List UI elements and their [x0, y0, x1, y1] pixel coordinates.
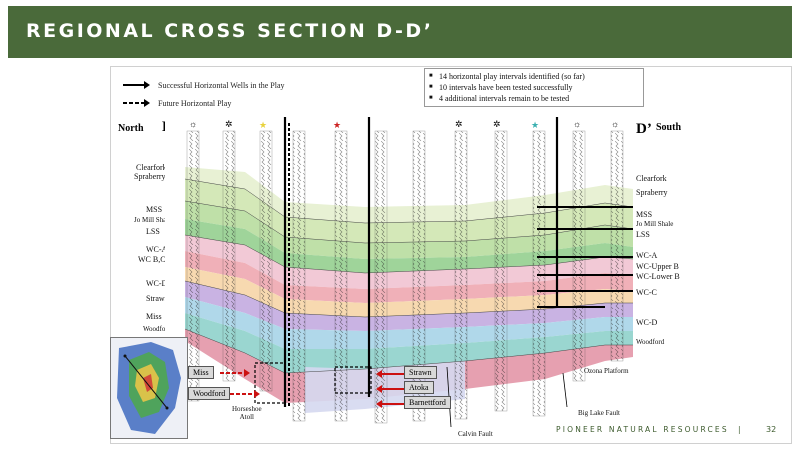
right-label-lss: LSS	[636, 230, 650, 239]
tag-barnettford: Barnettford	[404, 396, 451, 409]
left-label-lss: LSS	[146, 227, 160, 236]
legend-successful-label: Successful Horizontal Wells in the Play	[158, 80, 285, 90]
summary-box: ■14 horizontal play intervals identified…	[424, 68, 644, 107]
bullet-item: ■4 additional intervals remain to be tes…	[429, 94, 570, 103]
left-label-wc-d: WC-D	[146, 279, 168, 288]
left-label-mss: MSS	[146, 205, 163, 214]
legend-future: Future Horizontal Play	[122, 94, 285, 112]
right-label-spraberry: Spraberry	[636, 188, 668, 197]
well-symbol-icon: ✲	[225, 119, 233, 129]
right-label-clearfork: Clearfork	[636, 174, 667, 183]
calvin-fault-label: Calvin Fault	[458, 430, 493, 438]
left-label-wc-a: WC-A	[146, 245, 168, 254]
legend: Successful Horizontal Wells in the Play …	[122, 76, 285, 112]
south-label: South	[656, 122, 682, 133]
star-icon: ★	[259, 120, 267, 130]
well-symbol-icon: ☼	[189, 119, 197, 129]
right-label-wc-a: WC-A	[636, 251, 658, 260]
red-arrow-left-icon	[376, 370, 406, 378]
dashed-arrow-icon	[123, 99, 150, 107]
tag-woodford: Woodford	[188, 387, 231, 400]
page-number: 32	[766, 425, 777, 434]
horseshoe-atoll-label: Horseshoe Atoll	[232, 405, 262, 421]
left-label-spraberry: Spraberry	[134, 172, 166, 181]
red-dashed-arrow-icon	[220, 369, 250, 377]
right-label-wc-lower-b: WC-Lower B	[636, 272, 680, 281]
title-banner: REGIONAL CROSS SECTION D-D’	[8, 6, 792, 58]
well-symbol-icon: ✲	[493, 119, 501, 129]
tag-miss: Miss	[188, 366, 214, 379]
well-symbol-icon: ☼	[573, 119, 581, 129]
right-label-wc-c: WC-C	[636, 288, 657, 297]
bullet-square-icon: ■	[429, 95, 433, 101]
legend-successful: Successful Horizontal Wells in the Play	[122, 76, 285, 94]
right-label-wc-upper-b: WC-Upper B	[636, 262, 679, 271]
star-icon: ★	[333, 120, 341, 130]
well-symbol-icon: ☼	[611, 119, 619, 129]
right-label-mss: MSS	[636, 210, 653, 219]
tag-atoka: Atoka	[404, 381, 434, 394]
left-label-clearfork: Clearfork	[136, 163, 167, 172]
bullet-item: ■14 horizontal play intervals identified…	[429, 72, 585, 81]
footer-separator: |	[738, 425, 743, 434]
inset-basin-map	[110, 337, 188, 439]
legend-future-label: Future Horizontal Play	[158, 98, 232, 108]
well-symbol-icon: ✲	[455, 119, 463, 129]
red-dashed-arrow-icon	[230, 390, 260, 398]
right-label-wc-d: WC-D	[636, 318, 658, 327]
left-label-strawn: Strawn	[146, 294, 169, 303]
bullet-square-icon: ■	[429, 73, 433, 79]
big-lake-fault-label: Big Lake Fault	[578, 409, 620, 417]
well-symbols: ☼ ✲ ★ ★ ✲ ✲ ★ ☼ ☼	[189, 119, 619, 130]
d-right-label: D’	[636, 121, 652, 137]
ozona-platform-label: Ozona Platform	[584, 367, 629, 375]
bullet-item: ■10 intervals have been tested successfu…	[429, 83, 573, 92]
left-label-jo-mill: Jo Mill Shale	[134, 216, 172, 224]
bullet-square-icon: ■	[429, 84, 433, 90]
right-label-jo-mill: Jo Mill Shale	[636, 220, 674, 228]
red-arrow-left-icon	[376, 400, 406, 408]
cross-section-diagram: ☼ ✲ ★ ★ ✲ ✲ ★ ☼ ☼	[165, 117, 633, 429]
north-label: North	[118, 123, 144, 134]
left-label-woodford: Woodford	[143, 325, 172, 333]
company-footer: PIONEER NATURAL RESOURCES |	[556, 425, 743, 434]
tag-strawn: Strawn	[404, 366, 437, 379]
left-label-wc-bc1: WC B,C1	[138, 255, 170, 264]
left-label-miss: Miss	[146, 312, 162, 321]
solid-arrow-icon	[123, 81, 150, 89]
red-arrow-left-icon	[376, 385, 406, 393]
slide-title: REGIONAL CROSS SECTION D-D’	[26, 20, 434, 42]
right-label-woodford: Woodford	[636, 338, 665, 346]
content-frame	[110, 66, 792, 444]
star-icon: ★	[531, 120, 539, 130]
